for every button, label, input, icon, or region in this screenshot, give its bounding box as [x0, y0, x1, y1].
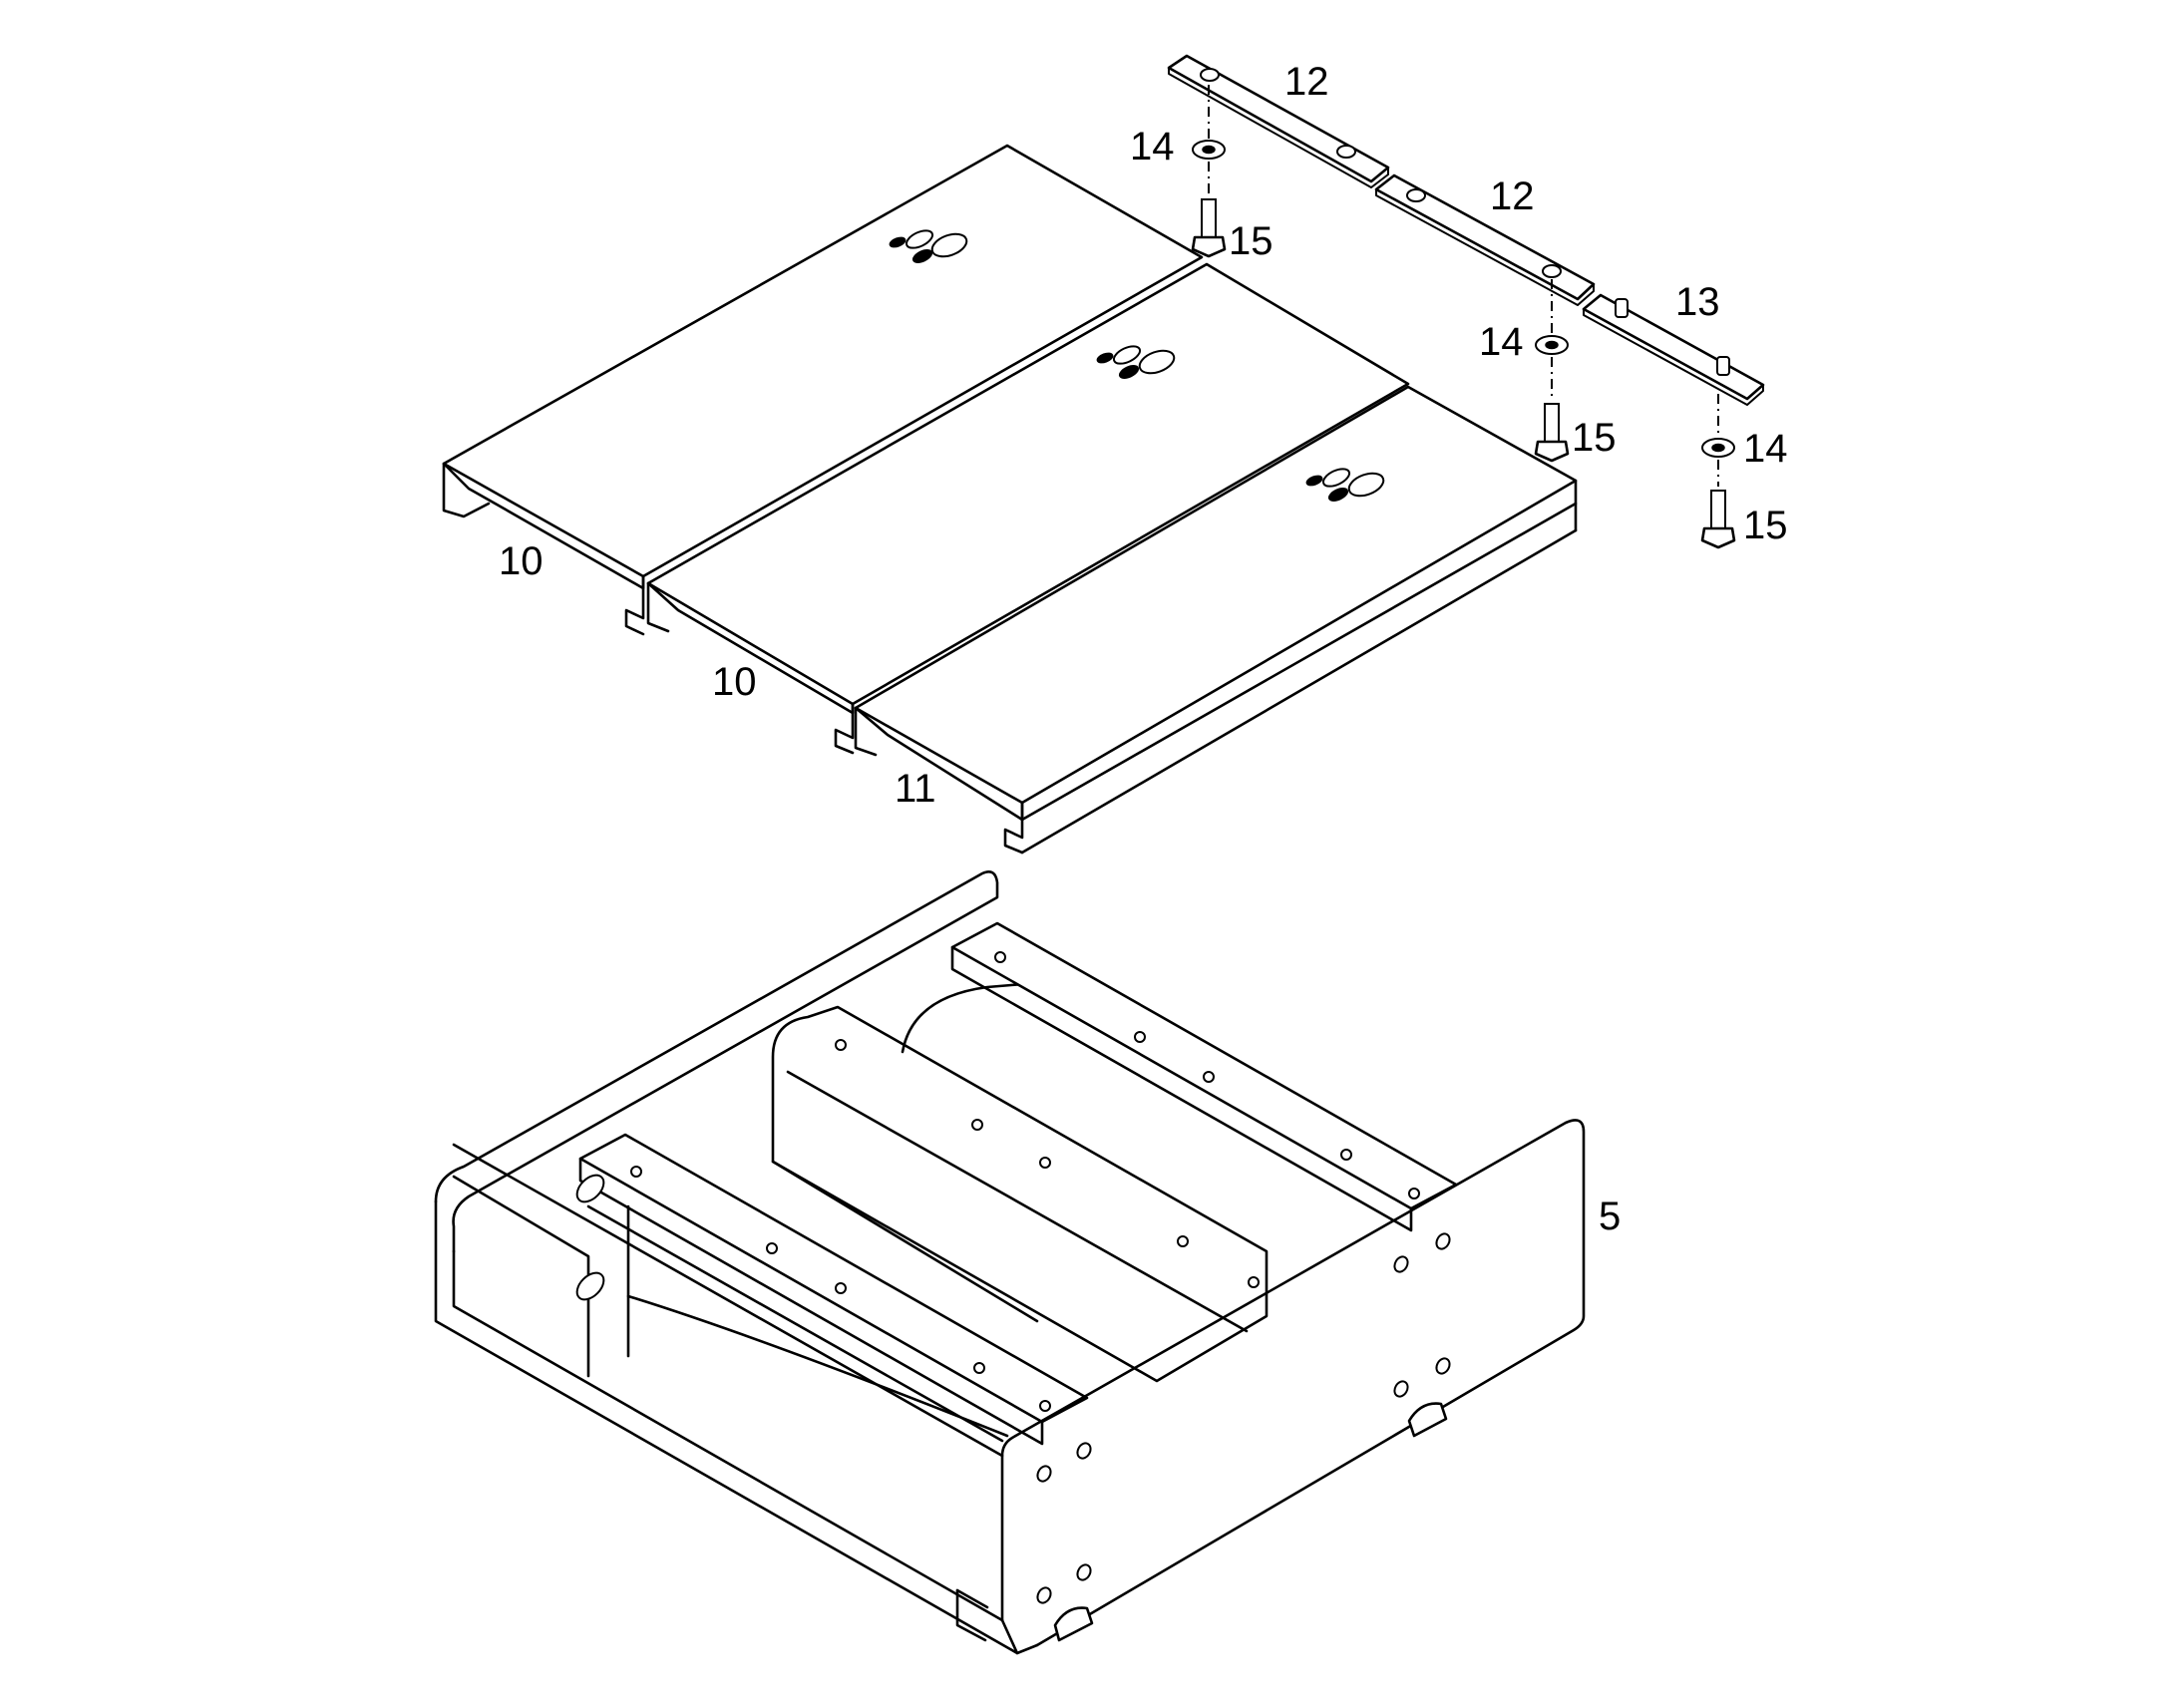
- washer-icon: [1192, 140, 1226, 160]
- base-frame-5: [434, 870, 1586, 1655]
- bolt-icon: [1534, 403, 1570, 463]
- callout-13: 13: [1675, 280, 1720, 324]
- callout-labels: 5 10 10 11 12 12 13 14 14 14 15 15 15: [499, 60, 1788, 1238]
- grip-slot-icon: [1096, 345, 1176, 379]
- callout-10-middle: 10: [712, 660, 757, 704]
- stud-icon: [1615, 298, 1730, 376]
- callout-14-b: 14: [1479, 320, 1524, 364]
- callout-15-a: 15: [1229, 219, 1273, 263]
- front-face-holes: [1036, 1232, 1451, 1604]
- cover-panel-10-middle: [646, 262, 1410, 755]
- callout-14-a: 14: [1130, 125, 1175, 169]
- callout-12-upper: 12: [1284, 60, 1329, 104]
- callout-15-c: 15: [1743, 504, 1788, 547]
- callout-14-c: 14: [1743, 427, 1788, 471]
- callout-12-lower: 12: [1490, 174, 1535, 218]
- fastener-set-c: [1700, 394, 1736, 549]
- strip-12-lower: [1374, 173, 1596, 306]
- fastener-set-a: [1191, 85, 1227, 258]
- callout-10-left: 10: [499, 539, 544, 583]
- feet-tabs: [1053, 1402, 1448, 1642]
- grip-slot-icon: [889, 229, 968, 263]
- side-slots: [575, 1174, 605, 1301]
- callout-15-b: 15: [1572, 416, 1617, 460]
- fastener-set-b: [1534, 279, 1570, 463]
- bolt-icon: [1700, 490, 1736, 549]
- hex-nut-icon: [1200, 68, 1356, 159]
- washer-icon: [1535, 335, 1569, 355]
- cover-panel-10-left: [442, 144, 1204, 636]
- strip-13: [1582, 293, 1765, 406]
- bolt-icon: [1191, 198, 1227, 258]
- strip-12-upper: [1167, 54, 1390, 188]
- cover-panel-11-right: [854, 385, 1578, 854]
- grip-slot-icon: [1305, 468, 1385, 502]
- front-mounting-rail: [578, 1133, 1089, 1446]
- hex-nut-icon: [1406, 188, 1562, 278]
- callout-11: 11: [895, 767, 936, 811]
- washer-icon: [1701, 438, 1735, 458]
- callout-5: 5: [1599, 1195, 1621, 1238]
- rail-holes: [835, 951, 1420, 1288]
- inner-housing: [771, 980, 1269, 1383]
- rail-holes: [630, 1166, 1051, 1412]
